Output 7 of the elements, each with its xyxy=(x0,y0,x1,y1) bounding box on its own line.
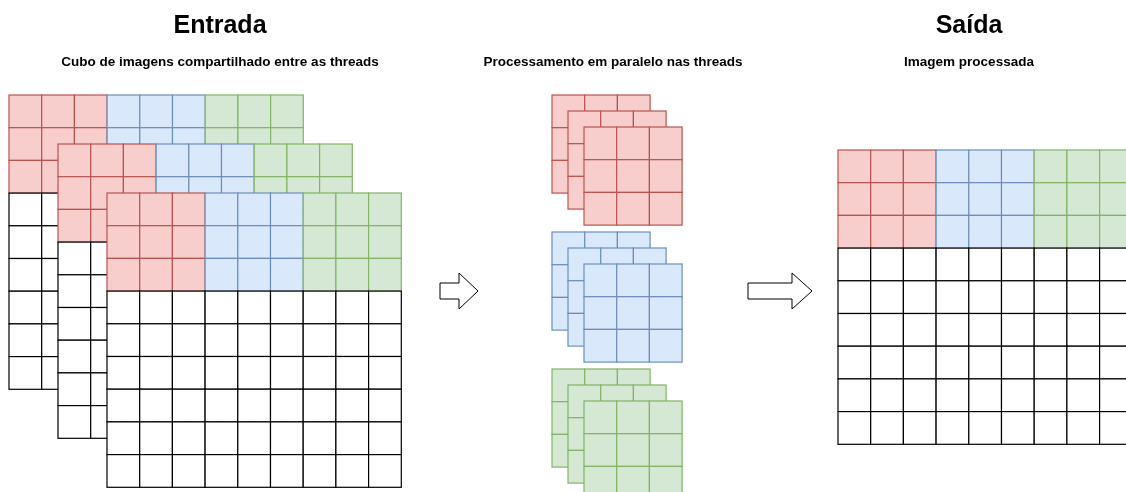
section-subheading: Cubo de imagens compartilhado entre as threads xyxy=(61,54,379,69)
block-arrow xyxy=(439,272,479,310)
section-heading: Saída xyxy=(935,10,1003,39)
block-arrow xyxy=(747,272,813,310)
section-subheading: Processamento em paralelo nas threads xyxy=(483,54,743,69)
section-subheading: Imagem processada xyxy=(904,54,1034,69)
section-heading: Entrada xyxy=(173,10,267,39)
